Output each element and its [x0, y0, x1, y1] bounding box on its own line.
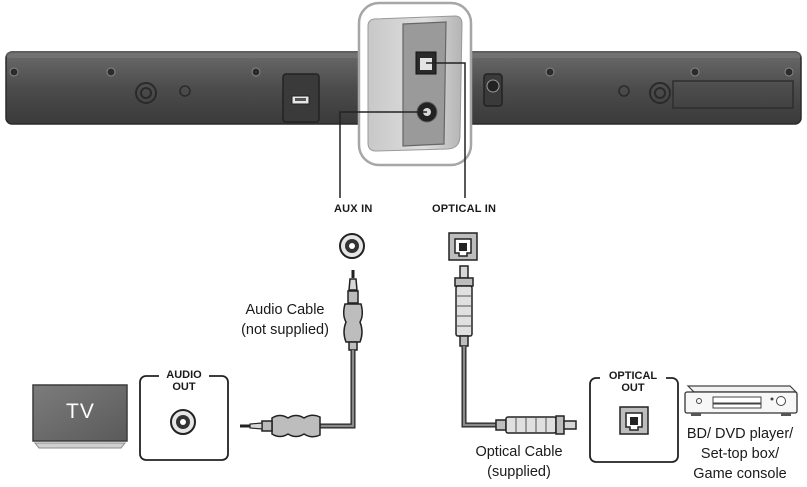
audio-out-title: AUDIO OUT	[159, 369, 209, 393]
optical-cable-label-line1: Optical Cable	[475, 444, 563, 460]
optical-cable-label: Optical Cable (supplied)	[458, 442, 580, 482]
audio-out-jack-icon	[170, 409, 196, 435]
optical-out-jack-icon	[619, 406, 649, 435]
tv-icon	[32, 384, 128, 449]
audio-cable-label-line1: Audio Cable	[245, 302, 325, 318]
optical-cable-icon	[454, 265, 577, 435]
audio-cable-label: Audio Cable (not supplied)	[228, 300, 342, 340]
usb-port-icon	[282, 73, 320, 123]
audio-cable-icon	[240, 270, 364, 438]
label-plate	[672, 80, 794, 109]
audio-cable-label-line2: (not supplied)	[241, 322, 329, 338]
player-label: BD/ DVD player/ Set-top box/ Game consol…	[676, 424, 804, 484]
player-label-line1: BD/ DVD player/	[686, 426, 794, 442]
aux-in-jack-icon	[339, 233, 365, 259]
player-label-line2: Set-top box/	[700, 446, 780, 462]
player-label-line3: Game console	[693, 466, 787, 482]
optical-out-title-line1: OPTICAL	[608, 370, 658, 382]
tv-label: TV	[66, 400, 95, 423]
optical-in-jack-icon	[448, 232, 478, 261]
optical-out-title-line2: OUT	[621, 382, 645, 394]
audio-out-title-line2: OUT	[172, 381, 196, 393]
soundbar-screw-icon	[9, 67, 794, 77]
audio-out-title-line1: AUDIO	[166, 369, 202, 381]
optical-cable-label-line2: (supplied)	[487, 464, 551, 480]
zoom-callout	[357, 1, 473, 167]
optical-out-title: OPTICAL OUT	[600, 370, 666, 394]
leader-lines	[339, 62, 466, 198]
dc-in-port-icon	[483, 73, 503, 107]
bd-player-icon	[684, 385, 798, 416]
aux-in-label: AUX IN	[334, 203, 373, 215]
wall-mount-hole-icon	[135, 82, 671, 104]
optical-in-label: OPTICAL IN	[432, 203, 497, 215]
